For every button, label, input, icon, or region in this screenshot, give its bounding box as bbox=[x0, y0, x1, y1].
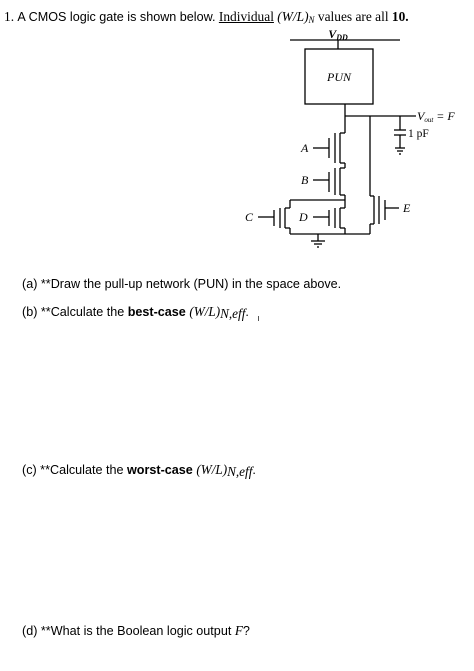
capacitor-label: 1 pF bbox=[408, 128, 429, 140]
wl-subscript: N bbox=[308, 15, 315, 25]
part-b-bold: best-case bbox=[127, 305, 186, 319]
vdd-label: VDD bbox=[328, 27, 348, 42]
question-header: 1. A CMOS logic gate is shown below. Ind… bbox=[4, 9, 409, 25]
wl-ratio: (W/L) bbox=[277, 9, 309, 24]
part-b-suffix: . bbox=[245, 305, 249, 319]
pun-label: PUN bbox=[326, 70, 352, 84]
part-b-wl: (W/L) bbox=[189, 304, 221, 319]
input-b-label: B bbox=[301, 173, 309, 187]
part-d: (d) **What is the Boolean logic output F… bbox=[22, 623, 250, 639]
width-value: 10. bbox=[391, 9, 409, 24]
part-d-var: F bbox=[234, 623, 243, 638]
vout-label: Vout= F bbox=[417, 109, 455, 124]
part-c-sub: N,eff bbox=[227, 464, 253, 479]
part-c-wl: (W/L) bbox=[196, 462, 228, 477]
part-b: (b) **Calculate the best-case (W/L)N,eff… bbox=[22, 304, 249, 320]
question-number: 1. bbox=[4, 9, 15, 24]
question-intro: A CMOS logic gate is shown below. bbox=[17, 10, 216, 24]
input-e-label: E bbox=[402, 201, 411, 215]
individual-label: Individual bbox=[218, 9, 274, 24]
part-a: (a) **Draw the pull-up network (PUN) in … bbox=[22, 277, 341, 291]
input-c-label: C bbox=[245, 210, 254, 224]
part-c-bold: worst-case bbox=[127, 463, 193, 477]
input-d-label: D bbox=[298, 210, 308, 224]
values-text: values are all bbox=[317, 9, 389, 24]
part-b-prefix: (b) **Calculate the bbox=[22, 305, 125, 319]
stray-mark bbox=[258, 316, 259, 321]
part-b-sub: N,eff bbox=[220, 306, 246, 321]
pun-box bbox=[304, 48, 374, 105]
part-d-prefix: (d) **What is the Boolean logic output bbox=[22, 624, 232, 638]
part-d-suffix: ? bbox=[242, 624, 250, 638]
input-a-label: A bbox=[300, 141, 309, 155]
part-a-text: (a) **Draw the pull-up network (PUN) in … bbox=[22, 277, 342, 291]
part-c-prefix: (c) **Calculate the bbox=[22, 463, 124, 477]
part-c: (c) **Calculate the worst-case (W/L)N,ef… bbox=[22, 462, 256, 478]
part-c-suffix: . bbox=[252, 463, 256, 477]
